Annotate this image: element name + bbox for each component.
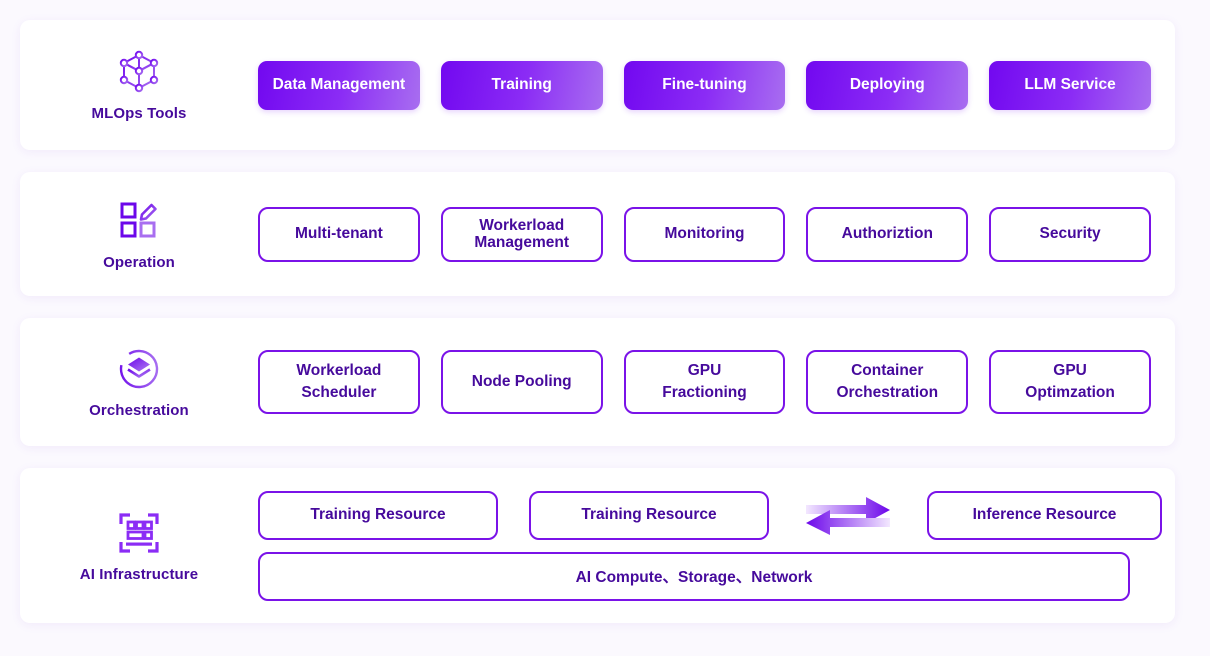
chip-llm-service[interactable]: LLM Service <box>989 60 1151 110</box>
chip-ai-compute-storage-network[interactable]: AI Compute、Storage、Network <box>258 551 1130 601</box>
row-title-orchestration: Orchestration <box>89 402 189 419</box>
chip-row-infra-resources: Training Resource Training Resource <box>258 490 1162 540</box>
row-content-mlops-tools: Data Management Training Fine-tuning Dep… <box>258 60 1151 110</box>
chip-authoriztion[interactable]: Authoriztion <box>806 206 969 262</box>
row-label-orchestration: Orchestration <box>20 345 258 419</box>
network-cube-icon <box>115 48 163 96</box>
chip-inference-resource[interactable]: Inference Resource <box>927 490 1162 540</box>
architecture-diagram: MLOps Tools Data Management Training Fin… <box>20 20 1175 623</box>
row-title-mlops-tools: MLOps Tools <box>91 105 187 122</box>
chip-multi-tenant[interactable]: Multi-tenant <box>258 206 420 262</box>
row-mlops-tools: MLOps Tools Data Management Training Fin… <box>20 20 1175 150</box>
layers-circle-icon <box>115 345 163 393</box>
chip-monitoring[interactable]: Monitoring <box>623 206 786 262</box>
chip-node-pooling[interactable]: Node Pooling <box>440 350 603 414</box>
edit-grid-icon <box>115 197 163 245</box>
chip-row-mlops: Data Management Training Fine-tuning Dep… <box>258 60 1151 110</box>
chip-data-management[interactable]: Data Management <box>258 60 420 110</box>
chip-training[interactable]: Training <box>440 60 603 110</box>
row-title-operation: Operation <box>103 254 175 271</box>
chip-fine-tuning[interactable]: Fine-tuning <box>623 60 786 110</box>
row-label-mlops-tools: MLOps Tools <box>20 48 258 122</box>
row-ai-infrastructure: AI Infrastructure Training Resource Trai… <box>20 468 1175 623</box>
chip-training-resource-2[interactable]: Training Resource <box>529 490 769 540</box>
bidirectional-exchange-arrow <box>800 493 896 537</box>
chip-security[interactable]: Security <box>989 206 1151 262</box>
row-label-ai-infrastructure: AI Infrastructure <box>20 509 258 583</box>
chip-deploying[interactable]: Deploying <box>806 60 969 110</box>
chip-row-infra-foundation: AI Compute、Storage、Network <box>258 551 1162 601</box>
chip-training-resource-1[interactable]: Training Resource <box>258 490 498 540</box>
row-title-ai-infrastructure: AI Infrastructure <box>79 565 199 583</box>
row-label-operation: Operation <box>20 197 258 271</box>
server-rack-icon <box>115 509 163 557</box>
row-content-ai-infrastructure: Training Resource Training Resource <box>258 490 1162 601</box>
